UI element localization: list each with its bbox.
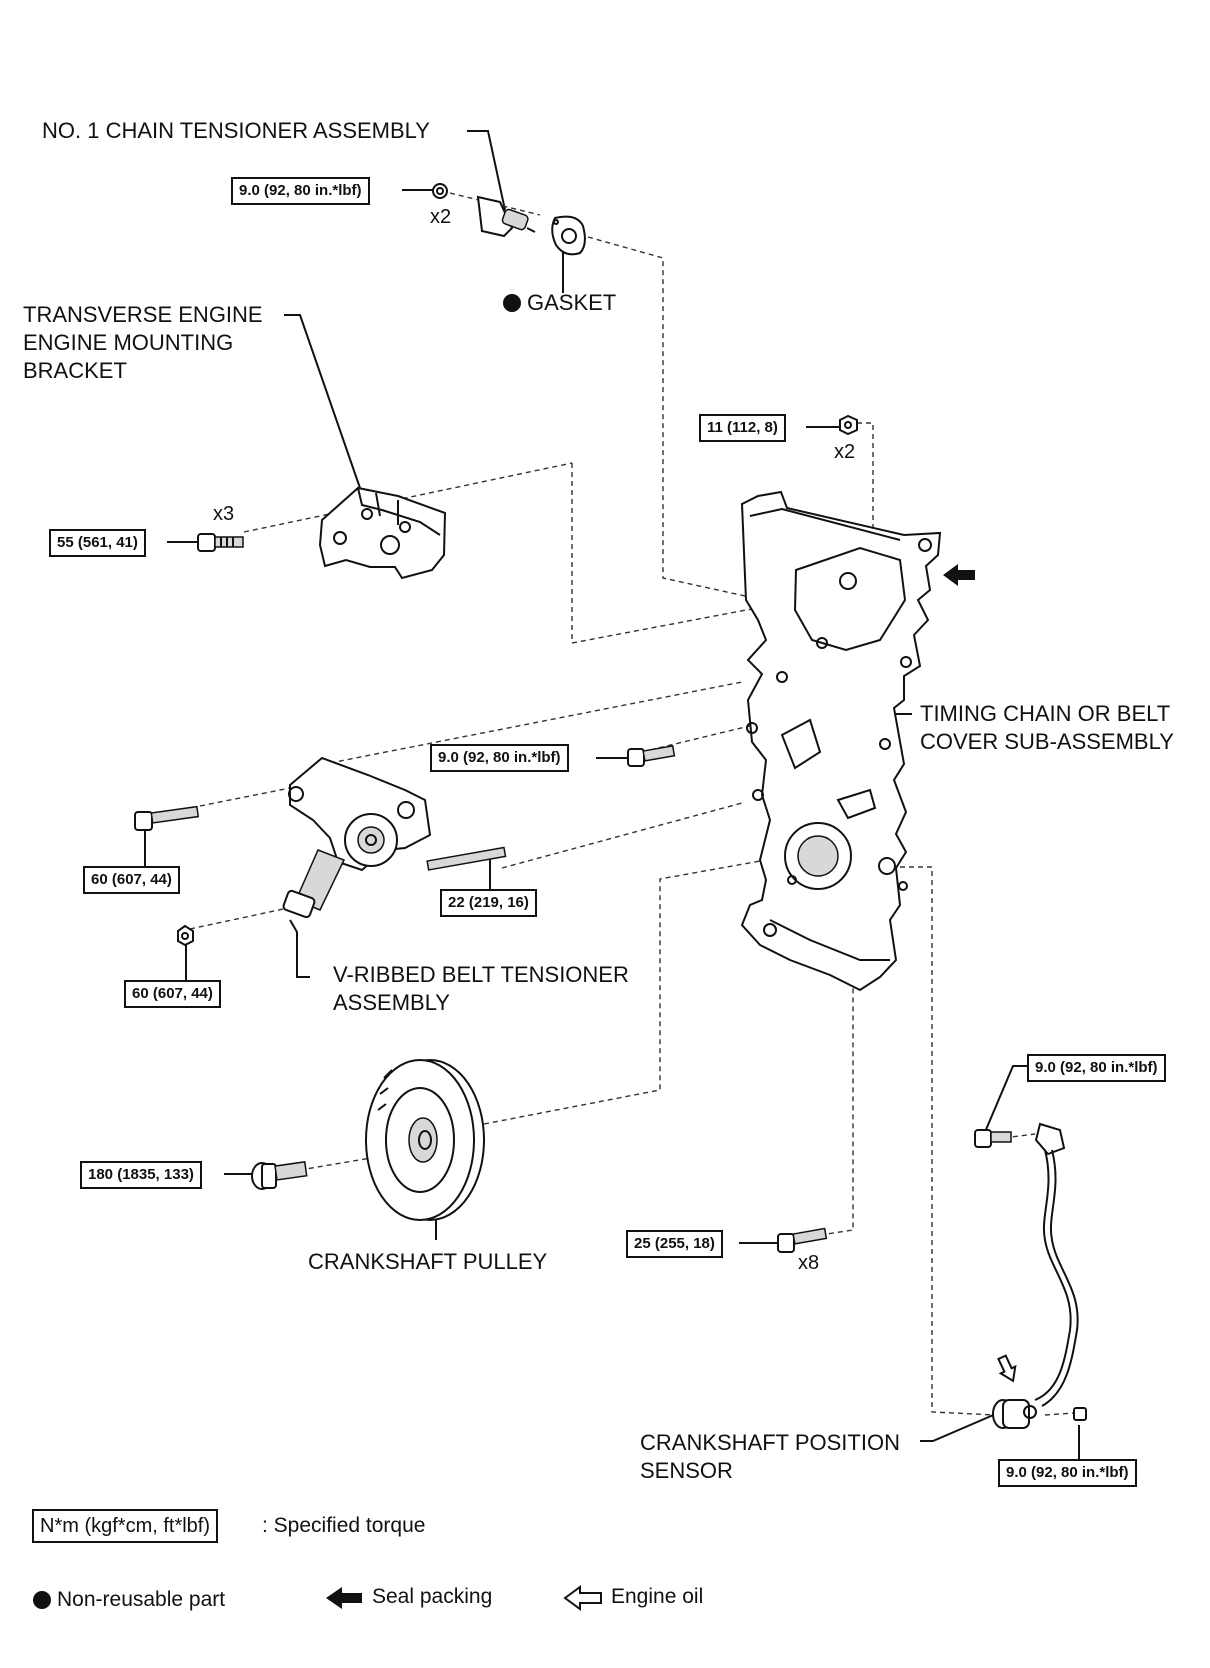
legend-markers bbox=[33, 294, 602, 1611]
timing-cover-drawing bbox=[740, 490, 942, 992]
seal-packing-legend-icon bbox=[326, 1587, 362, 1609]
torque-box-sensor-upper: 9.0 (92, 80 in.*lbf) bbox=[1027, 1054, 1166, 1082]
leader-lines bbox=[144, 130, 1080, 1459]
torque-box-chain-tensioner: 9.0 (92, 80 in.*lbf) bbox=[231, 177, 370, 205]
torque-box-stud: 22 (219, 16) bbox=[440, 889, 537, 917]
qty-bracket: x3 bbox=[213, 503, 235, 525]
crankshaft-pulley-label: CRANKSHAFT PULLEY bbox=[308, 1249, 548, 1274]
mounting-bracket-label-line3: BRACKET bbox=[23, 358, 127, 383]
torque-box-belt-bolt: 60 (607, 44) bbox=[83, 866, 180, 894]
legend-engine-oil: Engine oil bbox=[611, 1585, 704, 1608]
mounting-bracket-label-line2: ENGINE MOUNTING bbox=[23, 330, 234, 355]
belt-tensioner-drawing bbox=[282, 756, 432, 919]
bracket-bolt-drawing bbox=[197, 533, 244, 552]
stud-drawing bbox=[426, 846, 507, 871]
torque-box-cover-bolts: 25 (255, 18) bbox=[626, 1230, 723, 1258]
gasket-drawing bbox=[551, 215, 586, 256]
legend-seal-packing: Seal packing bbox=[372, 1585, 493, 1608]
torque-box-sensor-lower: 9.0 (92, 80 in.*lbf) bbox=[998, 1459, 1137, 1487]
mounting-bracket-label-line1: TRANSVERSE ENGINE bbox=[23, 302, 263, 327]
crank-sensor-drawing bbox=[974, 1122, 1087, 1429]
chain-tensioner-label: NO. 1 CHAIN TENSIONER ASSEMBLY bbox=[42, 118, 430, 143]
legend-torque-unit: N*m (kgf*cm, ft*lbf) bbox=[32, 1509, 219, 1543]
pulley-bolt-drawing bbox=[251, 1161, 308, 1190]
qty-chain-tensioner: x2 bbox=[430, 206, 452, 228]
belt-tensioner-nut-drawing bbox=[177, 924, 194, 947]
torque-box-top-nut: 11 (112, 8) bbox=[699, 414, 786, 442]
crankshaft-pulley-drawing bbox=[365, 1059, 485, 1221]
qty-top-nut: x2 bbox=[834, 441, 856, 463]
belt-tensioner-label-line2: ASSEMBLY bbox=[333, 990, 450, 1015]
mounting-bracket-drawing bbox=[318, 486, 447, 580]
engine-oil-legend-icon bbox=[563, 1585, 602, 1611]
timing-cover-label-line2: COVER SUB-ASSEMBLY bbox=[920, 729, 1174, 754]
seal-packing-arrow bbox=[943, 564, 975, 586]
torque-box-bracket: 55 (561, 41) bbox=[49, 529, 146, 557]
legend-torque-desc: : Specified torque bbox=[262, 1514, 426, 1537]
qty-cover-bolts: x8 bbox=[798, 1252, 820, 1274]
gasket-nonreusable-dot-icon bbox=[503, 294, 521, 312]
belt-tensioner-label-line1: V-RIBBED BELT TENSIONER bbox=[333, 962, 629, 987]
torque-box-pulley: 180 (1835, 133) bbox=[80, 1161, 202, 1189]
timing-cover-label-line1: TIMING CHAIN OR BELT bbox=[920, 701, 1171, 726]
crank-sensor-label-line1: CRANKSHAFT POSITION bbox=[640, 1430, 900, 1455]
chain-tensioner-drawing bbox=[432, 183, 536, 238]
nonreusable-dot-icon bbox=[33, 1591, 51, 1609]
crank-sensor-label-line2: SENSOR bbox=[640, 1458, 733, 1483]
engine-oil-arrow bbox=[997, 1354, 1017, 1383]
cover-mid-bolt-drawing bbox=[627, 744, 676, 767]
cover-bolts-drawing bbox=[777, 1227, 828, 1253]
torque-box-belt-nut: 60 (607, 44) bbox=[124, 980, 221, 1008]
legend-nonreusable: Non-reusable part bbox=[57, 1588, 226, 1611]
belt-tensioner-bolt-drawing bbox=[134, 805, 200, 831]
gasket-label: GASKET bbox=[527, 290, 617, 315]
top-nut-drawing bbox=[839, 414, 858, 436]
torque-box-cover-mid: 9.0 (92, 80 in.*lbf) bbox=[430, 744, 569, 772]
